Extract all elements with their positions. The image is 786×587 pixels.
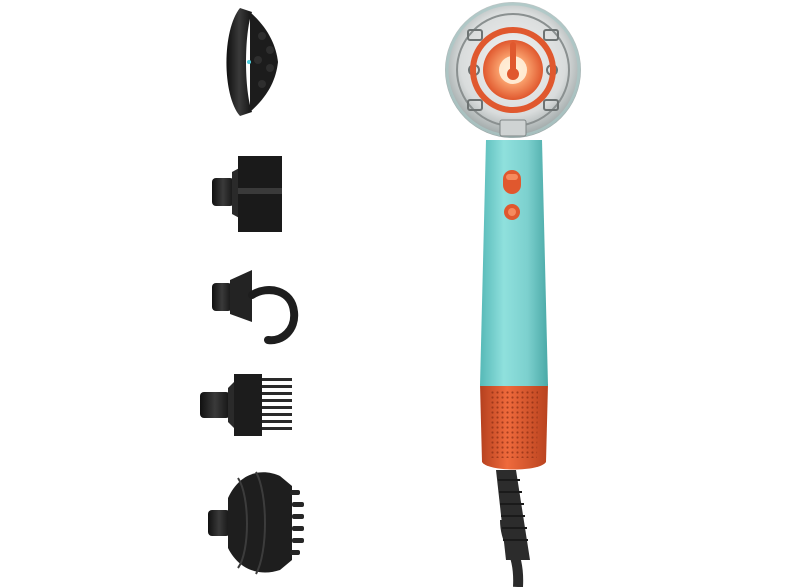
flyaway-hook-icon	[212, 270, 299, 345]
wide-tooth-comb-icon	[200, 374, 292, 436]
diffuser-icon	[208, 471, 304, 575]
smoothing-brush-icon	[226, 8, 278, 116]
concentrator-nozzle-icon	[212, 156, 282, 232]
hair-dryer-icon	[445, 2, 581, 587]
